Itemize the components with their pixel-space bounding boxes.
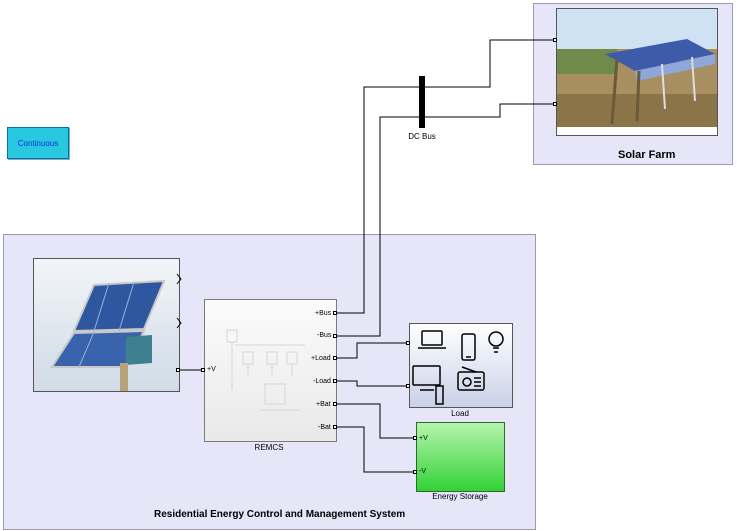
remcs-port-minus-bus[interactable] xyxy=(333,334,337,338)
remcs-port-plus-bus-label: +Bus xyxy=(315,310,332,317)
remcs-block[interactable] xyxy=(204,299,337,442)
residential-pv-image-block[interactable] xyxy=(33,258,180,392)
solar-farm-port-minus[interactable] xyxy=(553,102,557,106)
load-block[interactable] xyxy=(409,323,513,408)
continuous-powergui-block[interactable]: Continuous xyxy=(7,127,69,159)
remcs-port-plus-load-label: +Load xyxy=(311,355,331,362)
remcs-port-plus-load[interactable] xyxy=(333,356,337,360)
load-appliance-icons xyxy=(412,330,504,405)
remcs-port-plus-bus[interactable] xyxy=(333,311,337,315)
energy-storage-block[interactable] xyxy=(416,422,505,492)
remcs-port-minus-load[interactable] xyxy=(333,379,337,383)
remcs-label: REMCS xyxy=(254,443,284,452)
pv-extra-ports xyxy=(176,273,182,329)
solar-farm-port-plus[interactable] xyxy=(553,38,557,42)
continuous-label: Continuous xyxy=(17,138,59,148)
solar-farm-image-block[interactable] xyxy=(556,8,718,136)
solar-farm-photo xyxy=(557,9,717,135)
residential-pv-photo xyxy=(34,259,179,391)
load-port-plus[interactable] xyxy=(406,341,410,345)
energy-storage-port-minus-v-label: -V xyxy=(419,468,426,475)
energy-storage-label: Energy Storage xyxy=(432,492,488,501)
remcs-port-plus-bat[interactable] xyxy=(333,402,337,406)
remcs-port-plus-bat-label: +Bat xyxy=(316,401,331,408)
remcs-port-minus-bus-label: -Bus xyxy=(317,332,332,339)
residential-pv-port-out[interactable] xyxy=(176,368,180,372)
residential-subsystem-title: Residential Energy Control and Managemen… xyxy=(154,509,406,520)
dc-bus-label: DC Bus xyxy=(408,132,436,141)
dc-bus-block[interactable] xyxy=(419,76,425,128)
energy-storage-port-minus[interactable] xyxy=(413,470,417,474)
energy-storage-port-plus[interactable] xyxy=(413,436,417,440)
remcs-port-plus-v[interactable] xyxy=(201,368,205,372)
load-port-minus[interactable] xyxy=(406,384,410,388)
remcs-port-minus-bat-label: -Bat xyxy=(318,424,331,431)
solar-farm-title: Solar Farm xyxy=(618,149,676,161)
remcs-internal-diagram xyxy=(226,329,305,411)
energy-storage-port-plus-v-label: +V xyxy=(419,435,428,442)
remcs-port-minus-load-label: -Load xyxy=(313,378,331,385)
load-label: Load xyxy=(451,409,469,418)
remcs-port-minus-bat[interactable] xyxy=(333,425,337,429)
remcs-port-plus-v-label: +V xyxy=(207,366,216,373)
